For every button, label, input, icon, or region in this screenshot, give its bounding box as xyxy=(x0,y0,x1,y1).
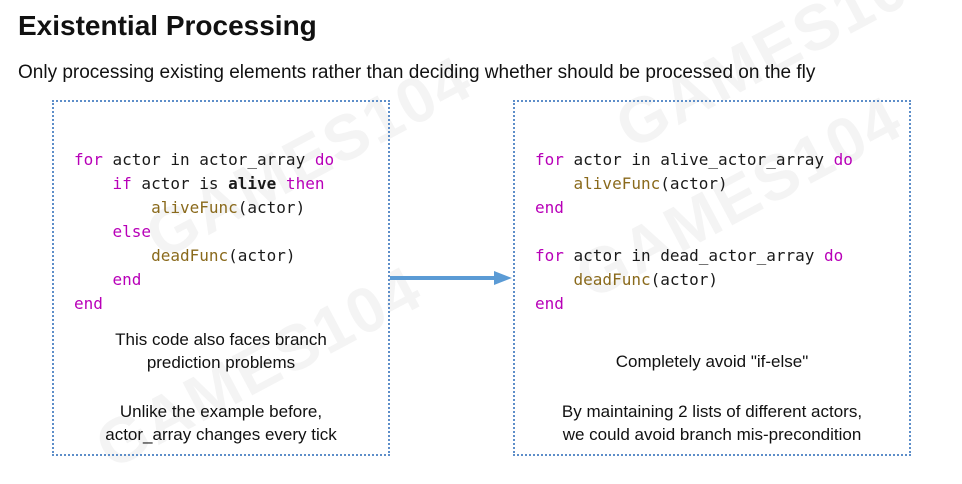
right-code-box: for actor in alive_actor_array do aliveF… xyxy=(513,100,911,456)
left-code-box: for actor in actor_array do if actor is … xyxy=(52,100,390,456)
left-code-block: for actor in actor_array do if actor is … xyxy=(74,150,335,313)
right-note-two-lists: By maintaining 2 lists of different acto… xyxy=(561,402,863,444)
right-note-avoid-if-else: Completely avoid "if-else" xyxy=(615,352,809,371)
left-note-actor-array: Unlike the example before, actor_array c… xyxy=(105,402,337,444)
right-code-block: for actor in alive_actor_array do aliveF… xyxy=(535,150,853,313)
right-arrow-icon xyxy=(390,271,512,285)
left-note-branch-prediction: This code also faces branch prediction p… xyxy=(115,330,327,372)
slide-subtitle: Only processing existing elements rather… xyxy=(18,62,816,83)
slide-title: Existential Processing xyxy=(18,10,317,41)
